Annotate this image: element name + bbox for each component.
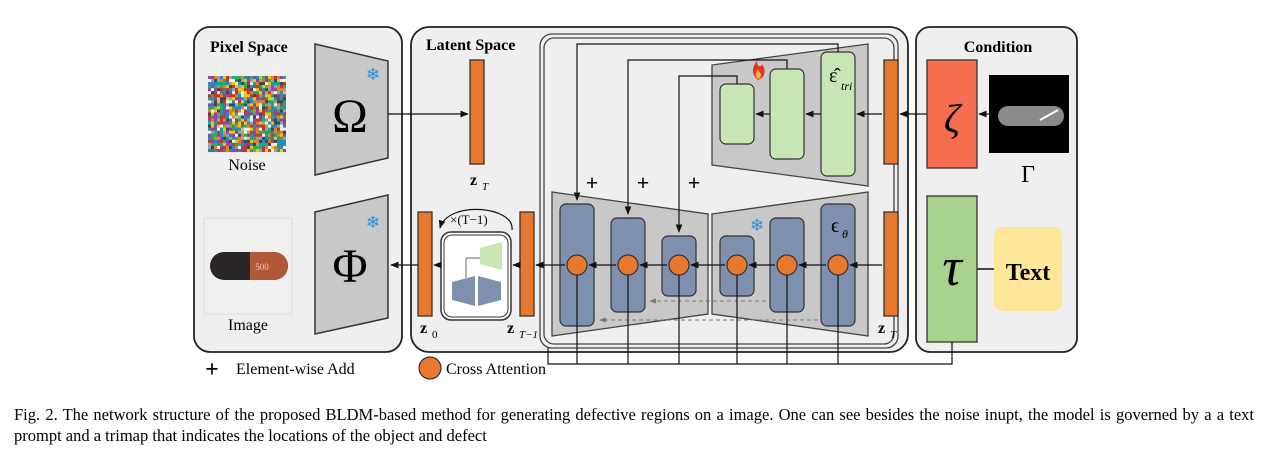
trimap-symbol: Γ	[1021, 162, 1035, 188]
epsilon-theta-sub: θ	[842, 227, 848, 241]
noise-label: Noise	[228, 157, 265, 174]
cross-attention-node	[617, 254, 639, 276]
phi-decoder: Φ ❄	[314, 194, 389, 335]
trainable-block	[769, 68, 805, 160]
tau-symbol: τ	[942, 237, 963, 297]
zT1-label: z	[507, 320, 514, 337]
latent-space-panel: Latent Space z T z 0 ×(T−1) z T−1	[388, 26, 909, 353]
snowflake-icon: ❄	[366, 65, 380, 84]
legend: + Element-wise Add Cross Attention	[205, 356, 546, 383]
capsule-print: 500	[255, 262, 269, 272]
z0-sub: 0	[432, 329, 438, 341]
image-label: Image	[228, 317, 268, 334]
plus-sign: +	[688, 170, 701, 195]
z0-label: z	[420, 320, 427, 337]
trainable-block	[719, 83, 755, 145]
condition-title: Condition	[964, 39, 1033, 56]
snowflake-icon: ❄	[750, 216, 764, 235]
cross-attention-nodes	[566, 254, 849, 276]
zT-top-label: z	[470, 172, 477, 189]
text-prompt-label: Text	[1006, 260, 1050, 286]
zT-right-label: z	[878, 320, 885, 337]
zeta-symbol: ζ	[944, 96, 963, 141]
capsule-image: 500	[203, 217, 293, 315]
trimap-image	[989, 75, 1069, 153]
fire-icon	[753, 61, 765, 80]
omega-symbol: Ω	[332, 90, 368, 143]
text-prompt-box	[994, 227, 1062, 311]
trainable-block	[820, 51, 856, 177]
omega-encoder: Ω ❄	[314, 43, 389, 176]
architecture-diagram: Pixel Space Noise 500 Image Ω ❄ Φ ❄	[193, 26, 1078, 383]
pixel-space-panel: Pixel Space Noise 500 Image Ω ❄ Φ ❄	[193, 26, 403, 353]
zT-right-sub: T	[890, 329, 897, 341]
cross-attention-node	[827, 254, 849, 276]
cross-attention-node	[776, 254, 798, 276]
plus-sign: +	[586, 170, 599, 195]
latent-space-title: Latent Space	[426, 37, 515, 54]
denoise-loop-box	[440, 231, 512, 321]
zeta-encoder	[926, 59, 978, 169]
legend-add-label: Element-wise Add	[236, 361, 355, 378]
latent-zT-top	[469, 59, 485, 165]
epsilon-theta-label: ϵ	[831, 215, 839, 237]
condition-panel: Condition ζ Γ τ Text	[915, 26, 1078, 353]
cross-attention-node	[668, 254, 690, 276]
figure-caption: Fig. 2. The network structure of the pro…	[14, 405, 1254, 445]
zT-top-sub: T	[482, 181, 489, 193]
epsilon-tri-sub: tri	[841, 79, 852, 93]
cross-attention-node	[726, 254, 748, 276]
tau-encoder	[926, 195, 978, 343]
latent-zT-right	[883, 211, 899, 317]
zT1-sub: T−1	[519, 329, 538, 341]
latent-zT-1	[519, 211, 535, 317]
snowflake-icon: ❄	[366, 213, 380, 232]
legend-attention-label: Cross Attention	[446, 361, 546, 378]
plus-sign: +	[637, 170, 650, 195]
legend-add-symbol: +	[205, 357, 219, 383]
cross-attention-node	[566, 254, 588, 276]
pixel-space-title: Pixel Space	[210, 39, 288, 56]
phi-symbol: Φ	[332, 240, 367, 293]
latent-z0	[417, 211, 433, 317]
latent-zT-right-top	[883, 59, 899, 165]
noise-image	[208, 76, 286, 153]
legend-attention-swatch	[418, 356, 442, 380]
loop-label: ×(T−1)	[450, 212, 488, 227]
